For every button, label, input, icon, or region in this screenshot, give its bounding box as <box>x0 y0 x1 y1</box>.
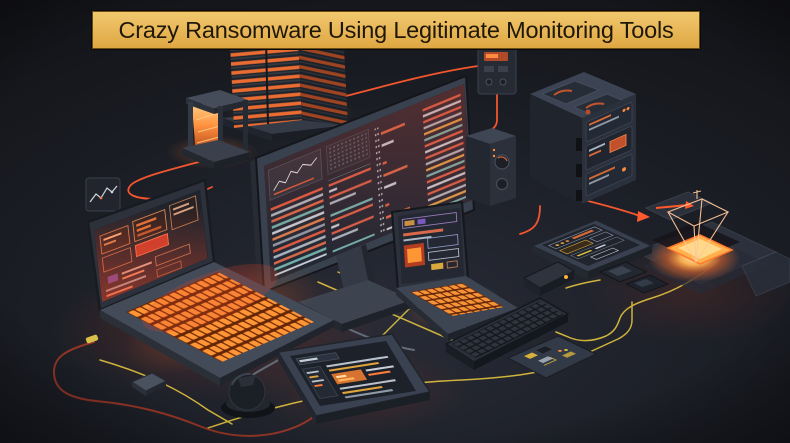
title-text: Crazy Ransomware Using Legitimate Monito… <box>118 16 674 43</box>
title-banner: Crazy Ransomware Using Legitimate Monito… <box>91 10 701 50</box>
